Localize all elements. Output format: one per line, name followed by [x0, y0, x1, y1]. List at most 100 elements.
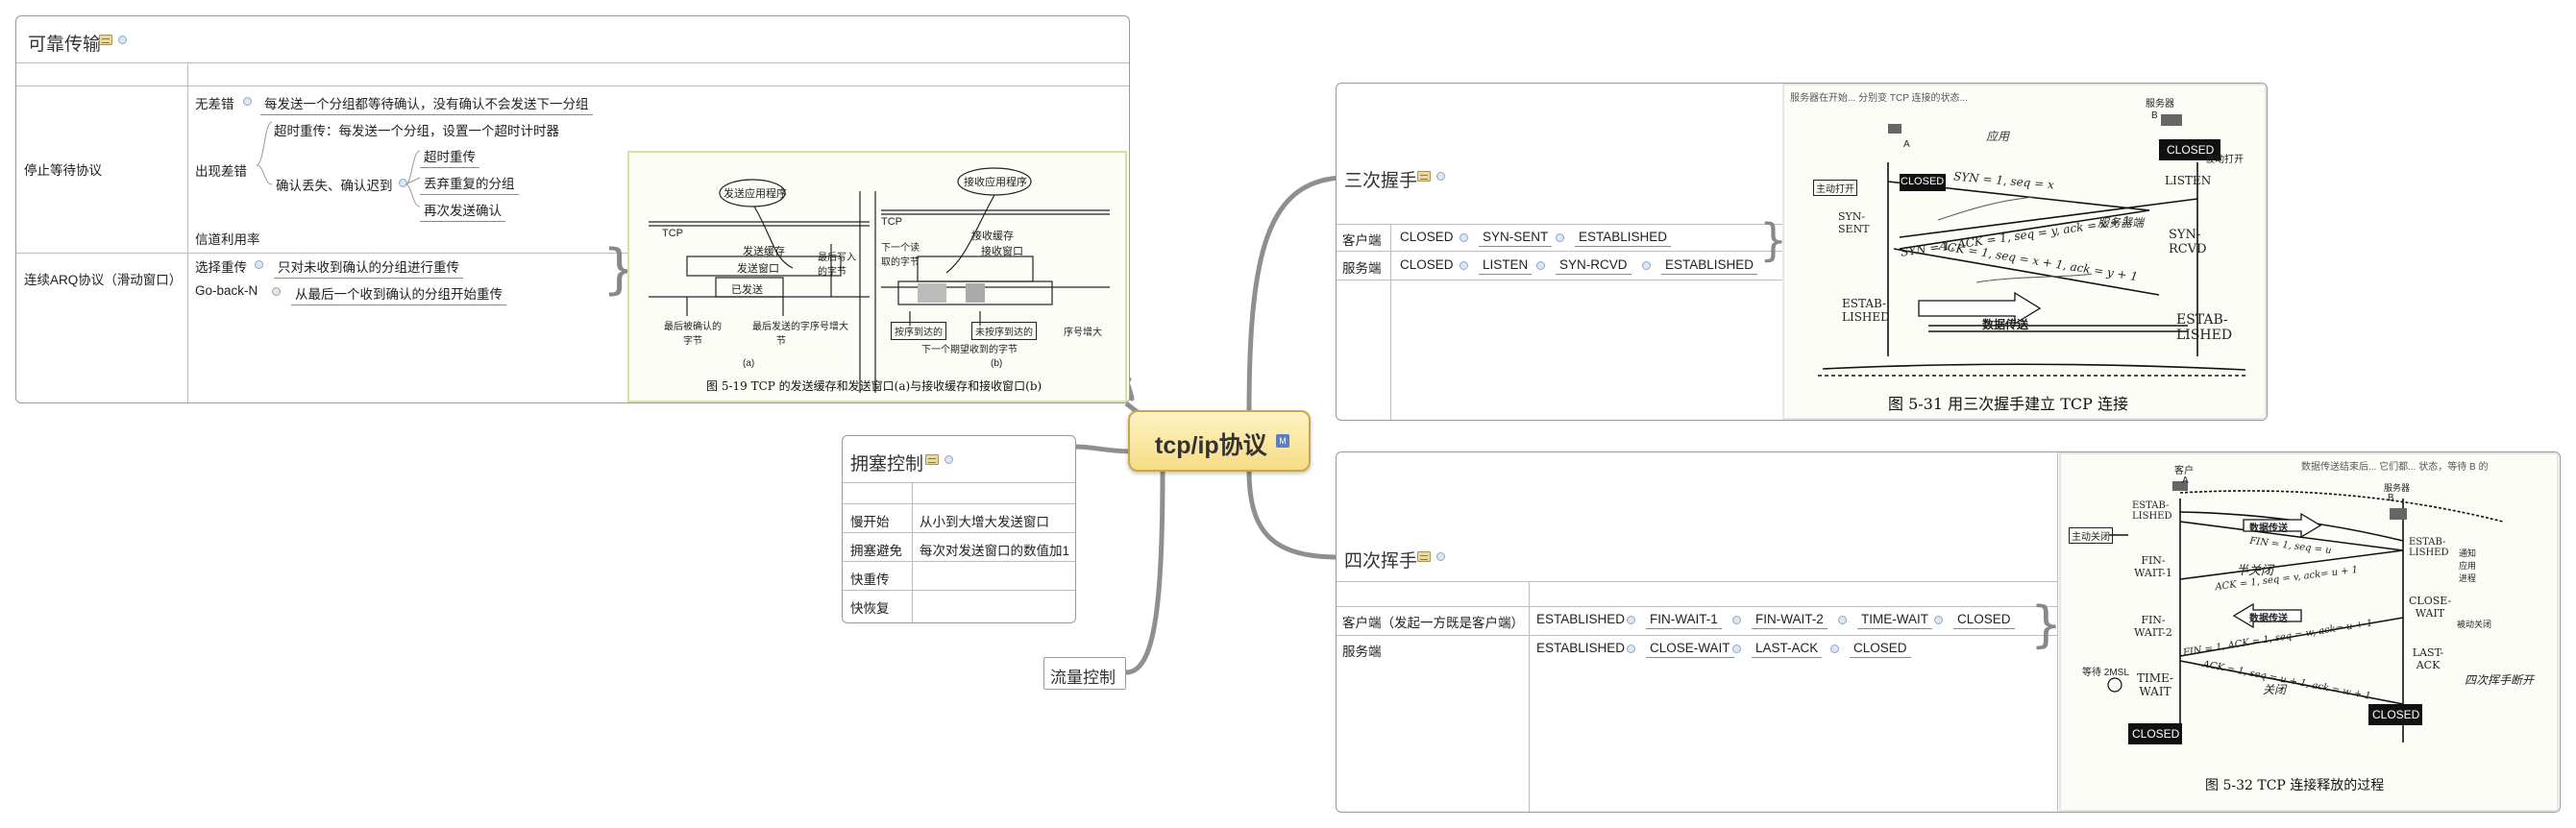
gbn-text: 从最后一个收到确认的分组开始重传 — [291, 283, 506, 305]
expand-dot-icon[interactable] — [272, 287, 281, 296]
loss-item: 再次发送确认 — [420, 200, 505, 222]
expand-dot-icon[interactable] — [1536, 261, 1545, 270]
figure-three-way-handshake: 服务器在开始... 分别变 TCP 连接的状态... 服务器 B A CLOSE… — [1782, 84, 2267, 420]
expand-dot-icon[interactable] — [945, 455, 953, 464]
server-state: ESTABLISHED — [1536, 641, 1626, 655]
fig-label: 最后被确认的字节 — [664, 322, 722, 347]
expand-dot-icon[interactable] — [1436, 172, 1445, 181]
note-icon[interactable] — [1417, 551, 1431, 562]
fig-label: ESTAB-LISHED — [2176, 312, 2233, 343]
expand-dot-icon[interactable] — [1642, 261, 1651, 270]
link-icon[interactable]: M — [1276, 434, 1289, 448]
fig-label: SYN-SENT — [1838, 210, 1870, 235]
server-state: CLOSED — [1850, 641, 1911, 658]
fig-label: 等待 2MSL — [2082, 668, 2129, 678]
fig-handwriting: 关闭 — [2263, 683, 2287, 696]
expand-dot-icon[interactable] — [118, 36, 127, 44]
expand-dot-icon[interactable] — [255, 260, 263, 269]
expand-dot-icon[interactable] — [1732, 645, 1741, 653]
fig-label: 下一个期望收到的字节 — [921, 345, 1018, 355]
fig-label: LISTEN — [2165, 174, 2212, 187]
congestion-title: 拥塞控制 — [850, 454, 924, 475]
fig-label: A — [1903, 139, 1910, 150]
figure-caption: 图 5-19 TCP 的发送缓存和发送窗口(a)与接收缓存和接收窗口(b) — [706, 379, 1043, 393]
fig-label: 发送缓存 — [743, 246, 785, 257]
row-line — [843, 482, 1075, 483]
fig-label: 未按序到达的 — [971, 322, 1037, 340]
row-line — [1337, 635, 2057, 636]
flow-title: 流量控制 — [1050, 669, 1116, 687]
fig-note: 数据传送结束后... 它们都... 状态，等待 B 的 — [2301, 462, 2489, 473]
congestion-row-desc: 每次对发送窗口的数值加1 — [920, 544, 1070, 558]
fig-label: 主动打开 — [1813, 180, 1857, 196]
selective-label: 选择重传 — [195, 260, 247, 275]
fig-label: 接收应用程序 — [964, 177, 1027, 188]
expand-dot-icon[interactable] — [399, 179, 407, 187]
server-state: ESTABLISHED — [1661, 257, 1758, 275]
expand-dot-icon[interactable] — [1627, 616, 1635, 624]
congestion-control-topic[interactable]: 拥塞控制 慢开始 从小到大增大发送窗口 拥塞避免 每次对发送窗口的数值加1 快重… — [842, 435, 1076, 623]
fig-label: 通知应用进程 — [2459, 548, 2477, 583]
row-line — [843, 590, 1075, 591]
fig-label: 发送窗口 — [737, 263, 779, 275]
fig-label: 最后写入的字节 — [818, 253, 856, 278]
reliable-title: 可靠传输 — [28, 35, 102, 55]
fig-label: 下一个读取的字节 — [881, 243, 920, 268]
server-label: 服务端 — [1342, 261, 1382, 276]
channel-util-label: 信道利用率 — [195, 232, 260, 247]
client-state: ESTABLISHED — [1536, 612, 1626, 626]
column-line — [2057, 452, 2058, 812]
no-error-label: 无差错 — [195, 97, 234, 111]
expand-dot-icon[interactable] — [1556, 233, 1564, 242]
fig-label: 被动关闭 — [2457, 620, 2492, 629]
client-state: CLOSED — [1400, 230, 1454, 244]
fig-label: 被动打开 — [2205, 155, 2244, 165]
central-topic[interactable]: tcp/ip协议 M — [1128, 410, 1311, 472]
reliable-transmission-topic[interactable]: 可靠传输 停止等待协议 无差错 每发送一个分组都等待确认，没有确认不会发送下一分… — [15, 15, 1130, 403]
fig-label: CLOSED — [2167, 143, 2215, 157]
fig-handwriting: 应用 — [1986, 130, 2010, 143]
expand-dot-icon[interactable] — [1627, 645, 1635, 653]
fig-note: 服务器在开始... 分别变 TCP 连接的状态... — [1790, 93, 1968, 104]
row-line — [16, 85, 1129, 86]
fig-label: 发送应用程序 — [724, 188, 787, 200]
expand-dot-icon[interactable] — [1830, 645, 1839, 653]
branch-lines — [256, 121, 421, 207]
three-way-handshake-topic[interactable]: 三次握手 客户端 CLOSED SYN-SENT ESTABLISHED 服务端… — [1336, 83, 2268, 421]
client-state: CLOSED — [1953, 612, 2015, 629]
note-icon[interactable] — [1417, 171, 1431, 182]
expand-dot-icon[interactable] — [243, 97, 252, 106]
fig-label: TCP — [881, 216, 902, 228]
server-label: 服务端 — [1342, 645, 1382, 659]
loss-item: 丢弃重复的分组 — [420, 173, 519, 195]
handshake-diagram — [1818, 114, 2246, 377]
fig-label: LAST-ACK — [2412, 646, 2444, 671]
fig-label: CLOSE-WAIT — [2409, 595, 2452, 620]
expand-dot-icon[interactable] — [1732, 616, 1741, 624]
fig-label: A — [2182, 475, 2189, 486]
note-icon[interactable] — [99, 35, 112, 45]
fig-label: 数据传送 — [2249, 524, 2288, 534]
expand-dot-icon[interactable] — [1838, 616, 1847, 624]
teardown-diagram — [2107, 481, 2504, 744]
flow-control-topic[interactable]: 流量控制 — [1043, 657, 1126, 690]
expand-dot-icon[interactable] — [1460, 261, 1468, 270]
four-way-handshake-topic[interactable]: 四次挥手 客户端（发起一方既是客户端） ESTABLISHED FIN-WAIT… — [1336, 451, 2561, 813]
expand-dot-icon[interactable] — [1436, 552, 1445, 561]
figure-send-recv-window: 发送应用程序 接收应用程序 TCP TCP 发送缓存 发送窗口 已发送 最后写入… — [627, 151, 1127, 402]
fig-label: FIN-WAIT-1 — [2134, 554, 2172, 579]
row-line — [843, 503, 1075, 504]
note-icon[interactable] — [925, 454, 939, 465]
fig-label: 服务器 — [2146, 99, 2174, 110]
fig-label: 客户 — [2174, 466, 2194, 476]
fig-handwriting: 半关闭 — [2236, 563, 2274, 577]
client-state: SYN-SENT — [1479, 230, 1553, 247]
fig-label: (a) — [743, 358, 755, 369]
arq-label: 连续ARQ协议（滑动窗口） — [24, 273, 183, 287]
expand-dot-icon[interactable] — [1934, 616, 1943, 624]
stop-wait-label: 停止等待协议 — [24, 163, 102, 178]
fig-label: ESTAB-LISHED — [2409, 537, 2449, 558]
column-line — [912, 482, 913, 622]
expand-dot-icon[interactable] — [1460, 233, 1468, 242]
